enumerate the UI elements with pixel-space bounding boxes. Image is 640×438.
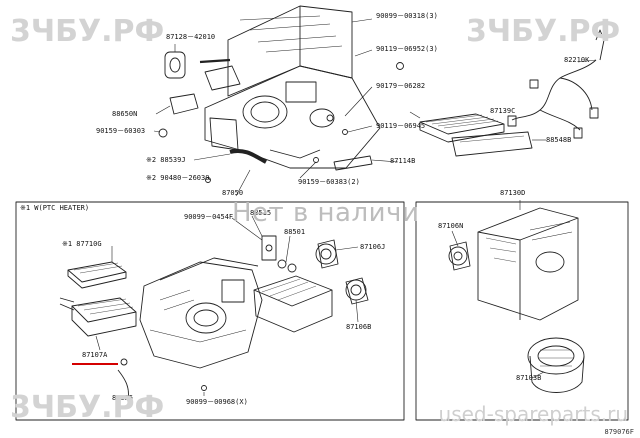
part-label: 90099－00318(3) [376, 12, 438, 20]
part-label: 90119－06952(3) [376, 45, 438, 53]
out-of-stock-watermark: Нет в наличи [232, 198, 420, 228]
part-label: 90099－00968(X) [186, 398, 248, 406]
part-label: 90119－06945 [376, 122, 426, 130]
part-label: 87114B [390, 157, 416, 165]
part-label: ※2 90480－26030 [146, 174, 210, 182]
part-label: 88515 [250, 209, 272, 217]
heater-case-drawing [139, 257, 263, 369]
ptc-section-title: ※1 W(PTC HEATER) [20, 204, 90, 212]
bracket-part [164, 51, 186, 79]
part-label: 90179－06282 [376, 82, 426, 90]
site-watermark: used-spareparts.ru [438, 402, 628, 426]
sensor-part [169, 93, 199, 115]
part-label: 87139C [490, 107, 516, 115]
part-label: 90159－60303 [96, 127, 146, 135]
filter-cover [451, 131, 533, 157]
brand-watermark-bottom-left: 3ЧБУ.РФ [10, 390, 165, 425]
part-label: 87106B [346, 323, 372, 331]
evaporator-drawing [253, 275, 333, 333]
screws [201, 62, 404, 391]
upper-unit-drawing [199, 5, 381, 169]
part-label: 87130D [500, 189, 526, 197]
hose-part [229, 149, 267, 164]
wire-harness-drawing [507, 29, 605, 139]
expansion-valve [261, 235, 277, 261]
part-label: 87050 [222, 189, 244, 197]
part-label: 90099－0454F [184, 213, 234, 221]
part-label: 87106N [438, 222, 464, 230]
part-label: 87106J [360, 243, 386, 251]
blower-unit-drawing [477, 207, 579, 321]
sensor-wire [117, 369, 129, 401]
part-label: 88501 [284, 228, 306, 236]
brand-watermark-top-right: 3ЧБУ.РФ [466, 14, 621, 49]
ptc-heater-drawing [67, 261, 127, 289]
servo-motor-n [448, 241, 471, 271]
part-label: 87128－42010 [166, 33, 216, 41]
small-cover [333, 155, 373, 171]
brand-watermark-top-left: 3ЧБУ.РФ [10, 14, 165, 49]
part-label: 90159－60383(2) [298, 178, 360, 186]
part-label: 88548B [546, 136, 572, 144]
blower-section-frame [415, 201, 629, 421]
ptc-heater-section-frame [15, 201, 405, 421]
servo-motor-j [315, 239, 339, 269]
part-label: 88650N [112, 110, 138, 118]
blower-motor-drawing [527, 337, 585, 393]
cabin-filter-drawing [419, 113, 505, 143]
part-label: 87103B [516, 374, 542, 382]
part-label: 88625 [112, 394, 134, 402]
heater-core-drawing [59, 297, 137, 337]
diagram-code: 879076F [604, 428, 634, 436]
servo-motor-b [345, 277, 369, 305]
part-label: ※1 87710G [62, 240, 102, 248]
part-label: ※2 88539J [146, 156, 186, 164]
o-ring [277, 259, 287, 269]
part-label: 87107A [82, 351, 108, 359]
part-label: 82210K [564, 56, 590, 64]
